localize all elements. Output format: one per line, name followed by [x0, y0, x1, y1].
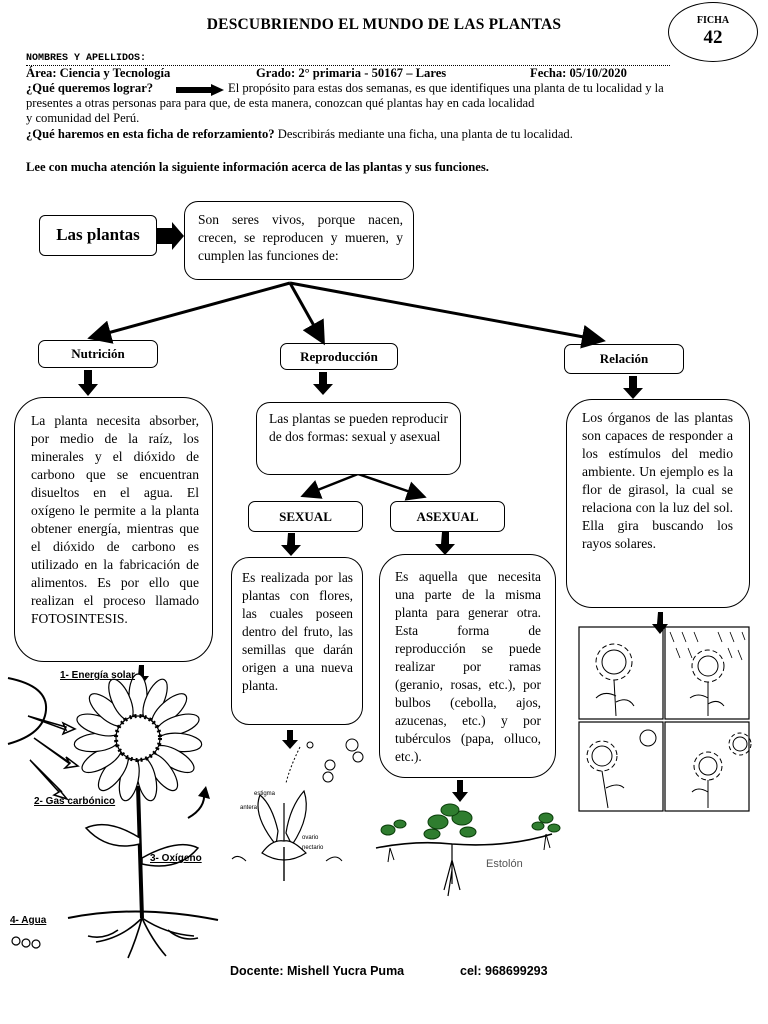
asexual-box: Es aquella que necesita una parte de la …	[379, 554, 556, 778]
label-gas-carbonico: 2- Gas carbónico	[34, 796, 116, 807]
arrow-root-definition	[156, 222, 184, 250]
haremos-line: ¿Qué haremos en esta ficha de reforzamie…	[26, 127, 573, 142]
link-asexual	[357, 472, 427, 501]
sunflower-comic-panels	[578, 626, 752, 812]
down-arrows	[78, 370, 668, 802]
sexual-heading: SEXUAL	[248, 501, 363, 532]
page-title: DESCUBRIENDO EL MUNDO DE LAS PLANTAS	[206, 16, 562, 33]
link-nutricion	[87, 281, 291, 344]
label-nectario: nectario	[302, 845, 324, 851]
asexual-heading: ASEXUAL	[390, 501, 505, 532]
lograr-question: ¿Qué queremos lograr?	[26, 81, 154, 95]
nutricion-heading: Nutrición	[38, 340, 158, 368]
ficha-badge: FICHA 42	[668, 2, 758, 62]
label-ovario: ovario	[302, 835, 319, 841]
stolon-plant-drawing	[375, 803, 561, 897]
link-relacion	[289, 281, 606, 349]
docente-text: Docente: Mishell Yucra Puma	[230, 964, 405, 978]
instruction: Lee con mucha atención la siguiente info…	[26, 160, 489, 174]
haremos-question: ¿Qué haremos en esta ficha de reforzamie…	[26, 127, 275, 141]
reproduccion-heading: Reproducción	[280, 343, 398, 370]
label-agua: 4- Agua	[10, 915, 47, 926]
flower-cross-section-illustration: estigma antera ovario nectario	[231, 735, 380, 885]
sunflower-comic-illustration	[578, 626, 752, 812]
label-estigma: estigma	[254, 791, 276, 797]
photosynthesis-illustration: 1- Energía solar 2- Gas carbónico 3- Oxí…	[7, 668, 233, 960]
flower-diagram	[231, 738, 364, 881]
grado-text: Grado: 2° primaria - 50167 – Lares	[256, 66, 447, 80]
haremos-answer: Describirás mediante una ficha, una plan…	[277, 127, 573, 141]
sexual-box: Es realizada por las plantas con flores,…	[231, 557, 363, 725]
label-estolon: Estolón	[486, 858, 523, 870]
fecha-text: Fecha: 05/10/2020	[530, 66, 627, 80]
arrow-right-icon	[176, 84, 224, 96]
names-label: NOMBRES Y APELLIDOS:	[26, 53, 147, 64]
lograr-text-2: presentes a otras personas para para que…	[26, 96, 535, 110]
ficha-number: 42	[703, 27, 723, 48]
lograr-text-3: y comunidad del Perú.	[26, 111, 140, 125]
root-node: Las plantas	[39, 215, 157, 256]
ficha-label: FICHA	[696, 15, 730, 26]
area-text: Área: Ciencia y Tecnología	[26, 66, 171, 80]
link-sexual	[300, 472, 359, 499]
definition-box: Son seres vivos, porque nacen, crecen, s…	[184, 201, 414, 280]
relacion-box: Los órganos de las plantas son capaces d…	[566, 399, 750, 608]
lograr-text-1: El propósito para estas dos semanas, es …	[228, 81, 664, 95]
link-reproduccion	[288, 282, 325, 346]
names-field[interactable]: NOMBRES Y APELLIDOS:	[26, 53, 670, 66]
cel-text: cel: 968699293	[460, 964, 548, 978]
relacion-heading: Relación	[564, 344, 684, 374]
sunflower-diagram	[7, 673, 219, 959]
reproduccion-box: Las plantas se pueden reproducir de dos …	[256, 402, 461, 475]
label-energia-solar: 1- Energía solar	[60, 670, 136, 681]
stolon-illustration: Estolón	[375, 800, 566, 900]
label-oxigeno: 3- Oxígeno	[150, 853, 202, 864]
nutricion-box: La planta necesita absorber, por medio d…	[14, 397, 213, 662]
label-antera: antera	[240, 805, 258, 811]
